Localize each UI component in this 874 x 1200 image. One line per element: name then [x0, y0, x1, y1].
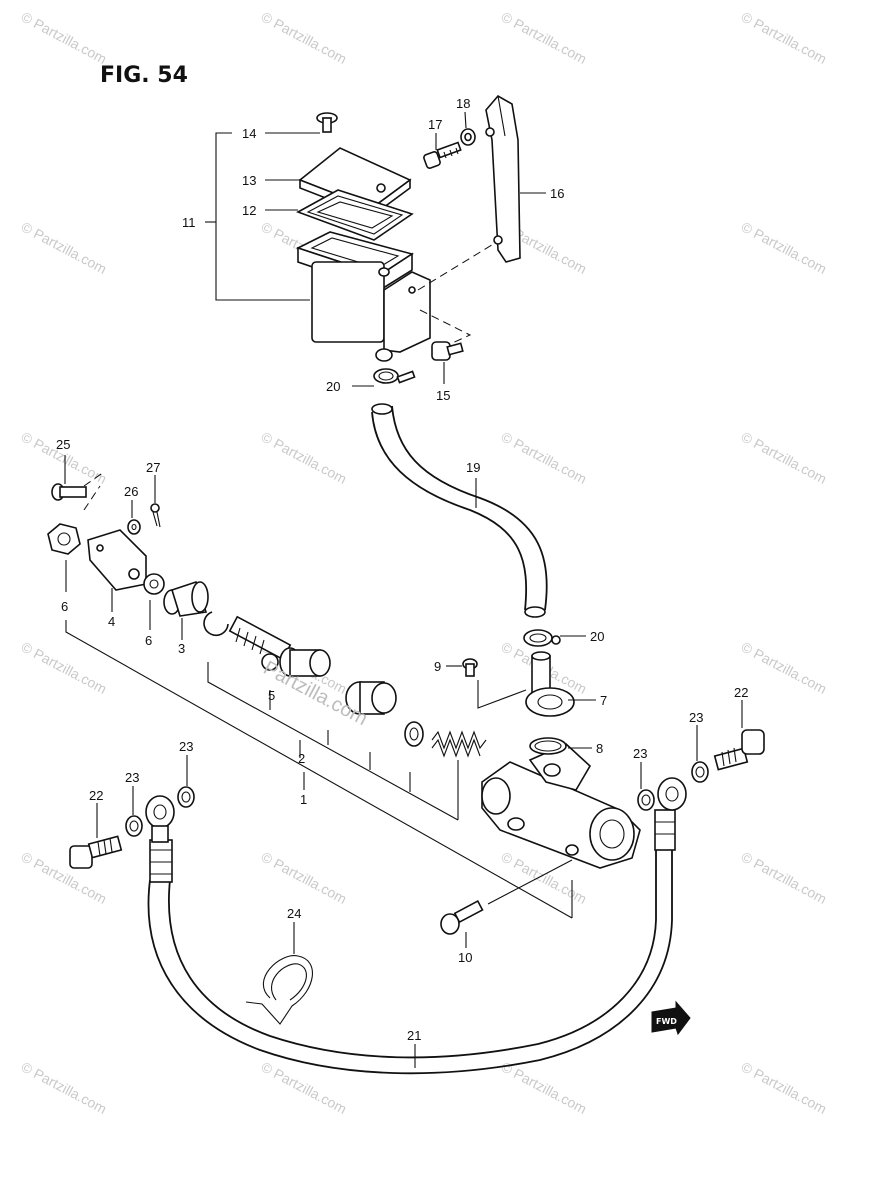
hose-clip-24 — [245, 955, 313, 1025]
callout-20-right: 20 — [590, 629, 604, 644]
watermark-text: © Partzilla.com — [499, 9, 590, 67]
banjo-bolt-22-right — [713, 729, 765, 771]
bracket-11 — [215, 132, 310, 301]
bracket-16 — [485, 94, 521, 263]
master-cylinder-body — [481, 743, 641, 869]
clevis-assembly — [47, 455, 229, 640]
watermark-text: © Partzilla.com — [19, 9, 110, 67]
callout-9: 9 — [434, 659, 441, 674]
callout-23-right: 23 — [633, 746, 647, 761]
leader-18 — [464, 111, 467, 129]
cotter-pin-27 — [150, 503, 161, 528]
dash-mount-15 — [419, 309, 472, 346]
reservoir-body — [295, 231, 431, 362]
dash-mount-16 — [417, 239, 501, 291]
watermark-text: © Partzilla.com — [739, 429, 830, 487]
dash-pin — [83, 471, 105, 487]
callout-11: 11 — [182, 215, 196, 230]
callout-6-left: 6 — [61, 599, 68, 614]
banjo-fitting-right — [657, 777, 687, 811]
banjo-fitting-left — [145, 795, 175, 843]
leader-1-assembly — [65, 620, 573, 919]
watermark-text: © Partzilla.com — [739, 9, 830, 67]
watermark-text: © Partzilla.com — [739, 219, 830, 277]
washer-23-left — [125, 815, 143, 837]
push-rod-5 — [228, 615, 292, 671]
callout-24: 24 — [287, 906, 301, 921]
hose-clamp-20-right — [523, 629, 561, 647]
callout-26: 26 — [124, 484, 138, 499]
bolt-17 — [423, 141, 462, 169]
callout-21: 21 — [407, 1028, 421, 1043]
callout-13: 13 — [242, 173, 256, 188]
callout-6-mid: 6 — [145, 633, 152, 648]
watermark-text: © Partzilla.com — [259, 9, 350, 67]
callout-18: 18 — [456, 96, 470, 111]
washer-26 — [127, 519, 141, 535]
bolt-15 — [431, 341, 464, 361]
watermark-text: © Partzilla.com — [499, 429, 590, 487]
boot-3 — [163, 580, 209, 617]
watermark-text: © Partzilla.com — [19, 219, 110, 277]
piston-assembly — [279, 647, 424, 747]
leader-2-assembly — [207, 662, 459, 821]
clutch-hose-21 — [147, 809, 676, 1075]
callout-1: 1 — [300, 792, 307, 807]
watermark-text: © Partzilla.com — [739, 1059, 830, 1117]
watermark-text: © Partzilla.com — [19, 639, 110, 697]
callout-15: 15 — [436, 388, 450, 403]
callout-3: 3 — [178, 641, 185, 656]
callout-4: 4 — [108, 614, 115, 629]
washer-23-upper-left — [177, 786, 195, 808]
reservoir-assembly — [205, 94, 546, 387]
callout-27: 27 — [146, 460, 160, 475]
banjo-bolt-22-left — [69, 835, 123, 869]
callout-25: 25 — [56, 437, 70, 452]
watermark-text: © Partzilla.com — [19, 1059, 110, 1117]
circlip — [203, 611, 229, 637]
callout-22-left: 22 — [89, 788, 103, 803]
nut-6-left — [47, 523, 81, 555]
callout-19: 19 — [466, 460, 480, 475]
pin-25 — [51, 483, 87, 501]
watermark-text: © Partzilla.com — [259, 849, 350, 907]
reservoir-hose-19 — [371, 403, 548, 618]
callout-10: 10 — [458, 950, 472, 965]
fwd-label: FWD — [656, 1017, 677, 1026]
clevis-4 — [87, 529, 147, 591]
watermark-text: © Partzilla.com — [259, 429, 350, 487]
fwd-arrow-icon: FWD — [651, 1000, 691, 1036]
washer-23-right — [637, 789, 655, 811]
hose-clamp-20-top — [373, 368, 416, 384]
callout-23-left: 23 — [125, 770, 139, 785]
callout-17: 17 — [428, 117, 442, 132]
callout-8: 8 — [596, 741, 603, 756]
callout-2: 2 — [298, 751, 305, 766]
callout-16: 16 — [550, 186, 564, 201]
figure-title: FIG. 54 — [100, 63, 188, 88]
nut-6-mid — [143, 573, 165, 595]
watermark-text: © Partzilla.com — [739, 849, 830, 907]
screw-14 — [316, 112, 338, 133]
callout-labels: 14 13 12 11 17 18 16 20 15 19 25 27 26 6… — [56, 96, 748, 1043]
spring — [431, 730, 487, 758]
callout-7: 7 — [600, 693, 607, 708]
screw-9 — [462, 658, 478, 677]
callout-22-right: 22 — [734, 685, 748, 700]
callout-23-upper-left: 23 — [179, 739, 193, 754]
watermark-text: © Partzilla.com — [739, 639, 830, 697]
callout-14: 14 — [242, 126, 256, 141]
watermark-text: © Partzilla.com — [499, 1059, 590, 1117]
callout-20-top: 20 — [326, 379, 340, 394]
bolt-10 — [440, 899, 484, 935]
hose-fitting-7 — [525, 651, 575, 717]
callout-12: 12 — [242, 203, 256, 218]
washer-23-far-right — [691, 761, 709, 783]
callout-5: 5 — [268, 688, 275, 703]
callout-23-far-right: 23 — [689, 710, 703, 725]
